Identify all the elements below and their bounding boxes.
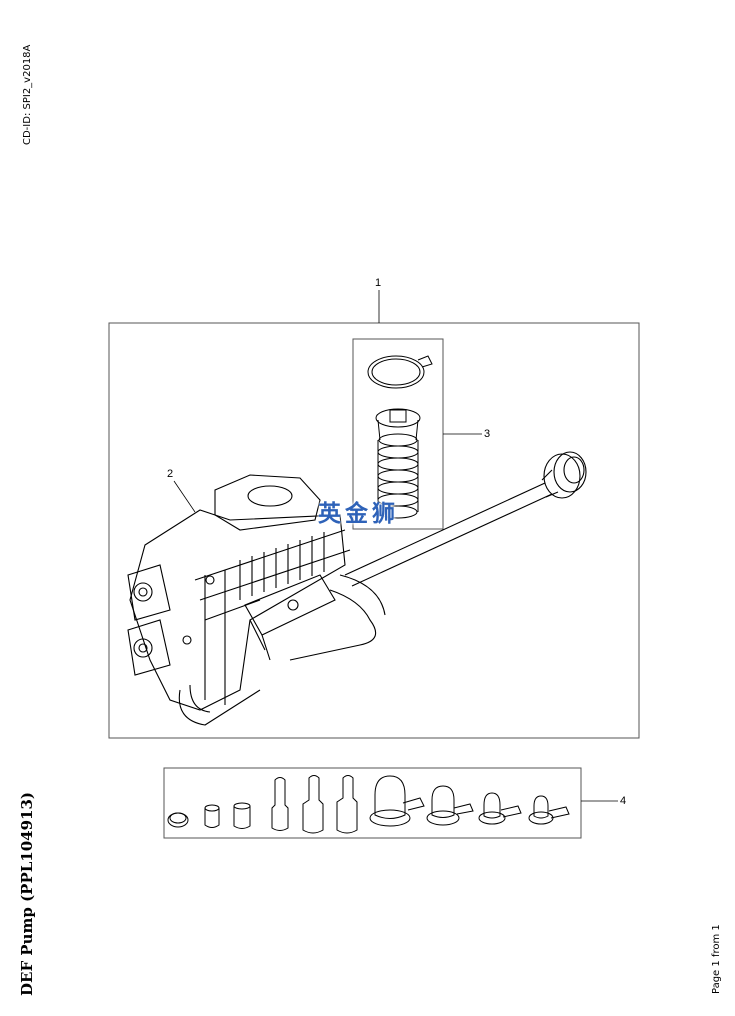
callout-2: 2 — [167, 468, 174, 480]
filter-seal-ring — [367, 355, 433, 389]
fittings-frame — [163, 767, 582, 839]
fitting-bushing-1 — [204, 808, 220, 828]
filter-element — [375, 408, 421, 519]
callout-1: 1 — [375, 277, 382, 289]
def-pump-body — [127, 474, 351, 726]
kit-frame — [108, 322, 640, 739]
fitting-cap-4 — [533, 795, 549, 819]
fitting-cap-1 — [374, 775, 406, 819]
fitting-bushing-2 — [233, 806, 251, 829]
fitting-pin-2 — [302, 775, 324, 834]
fitting-pin-1 — [271, 777, 289, 831]
fitting-cap-3 — [483, 792, 501, 819]
watermark-logo: 英金狮 — [318, 501, 399, 527]
fitting-cap-2 — [431, 785, 455, 818]
callout-3: 3 — [484, 428, 491, 440]
fitting-pin-3 — [336, 775, 358, 834]
heater-line — [344, 451, 587, 587]
pump-connector — [244, 574, 386, 661]
callout-4: 4 — [620, 795, 627, 807]
callout-2-leader — [173, 480, 196, 513]
fittings-set — [167, 775, 570, 834]
